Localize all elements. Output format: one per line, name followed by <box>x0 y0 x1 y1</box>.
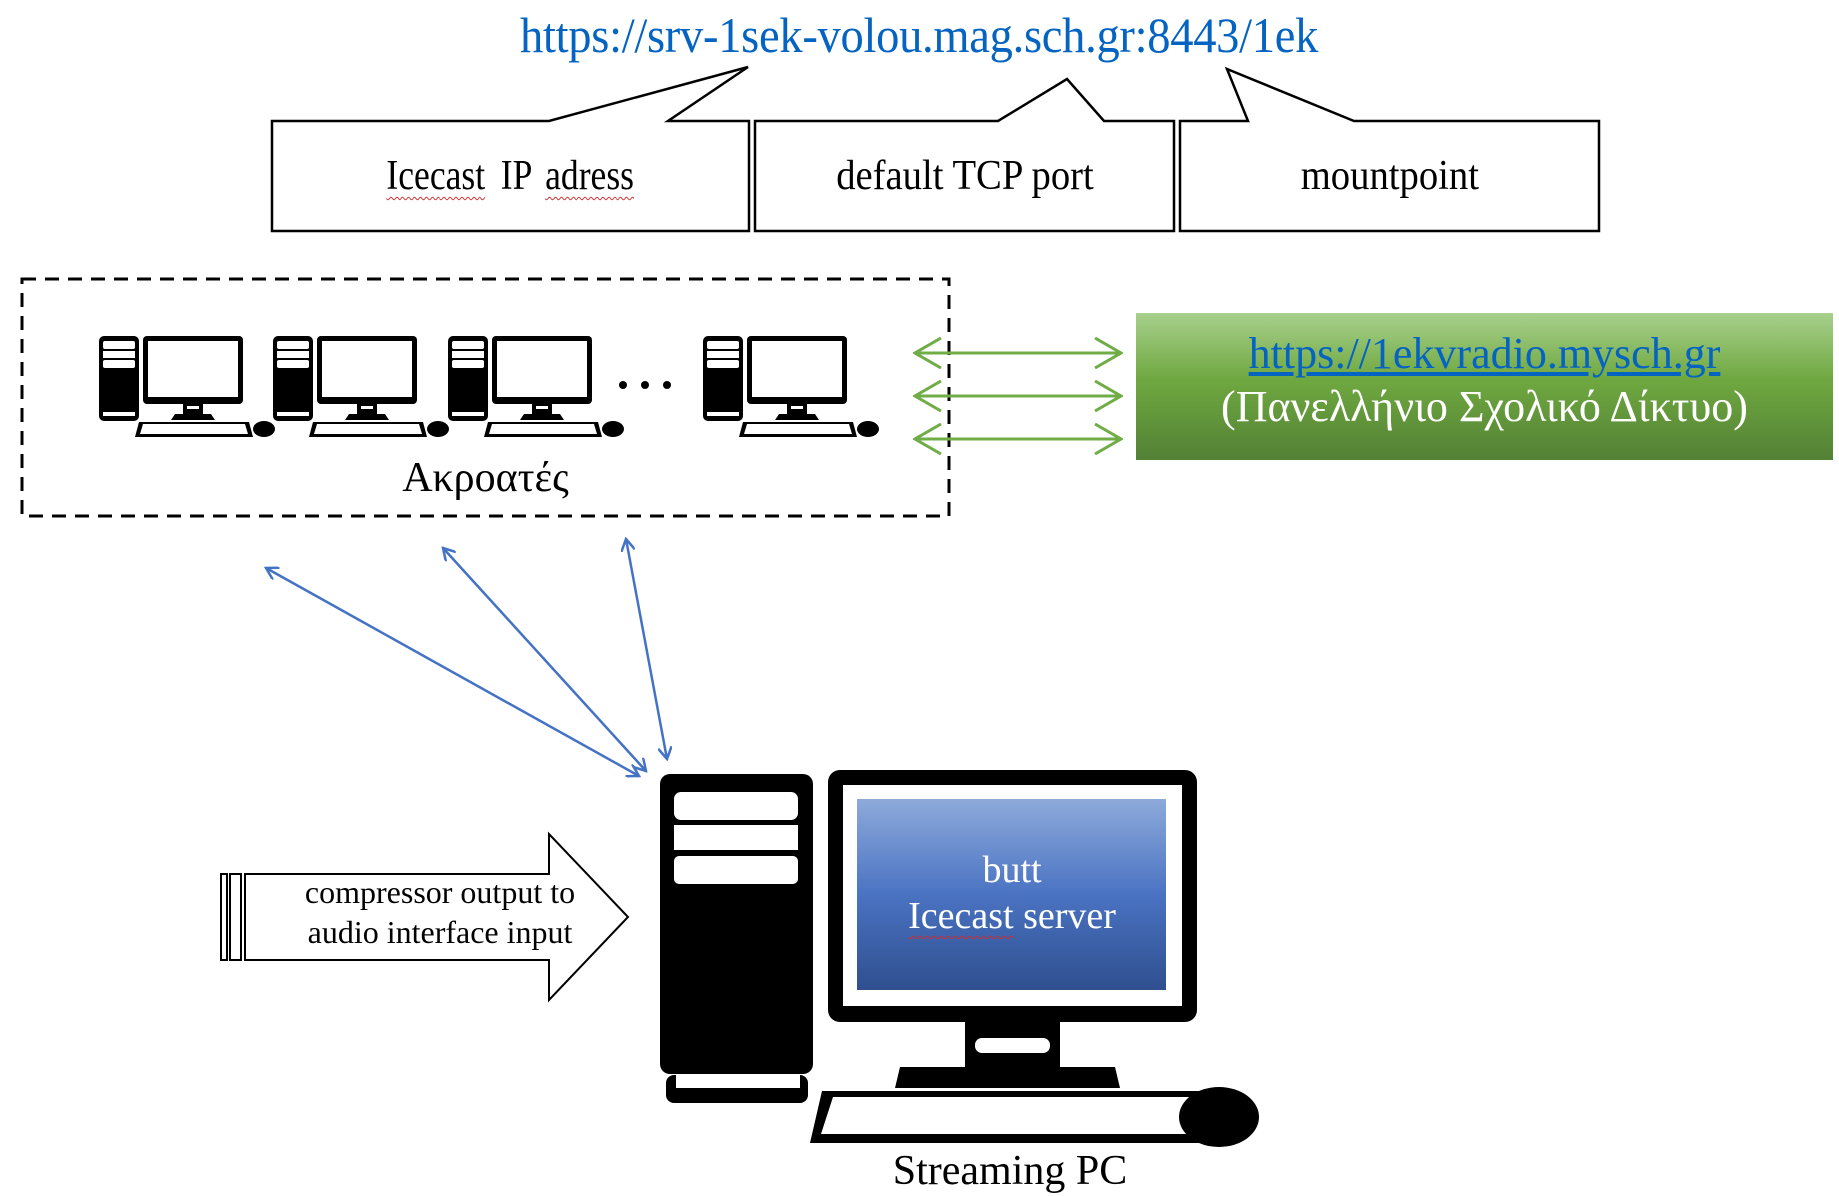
callout-mountpoint <box>1178 66 1601 233</box>
school-network-subtitle: (Πανελλήνιο Σχολικό Δίκτυο) <box>1221 382 1748 431</box>
callout-label-word: adress <box>545 153 635 199</box>
streaming-pc-icon <box>660 770 1259 1147</box>
school-network-box <box>1136 313 1833 460</box>
server-url-text: https://srv-1sek-volou.mag.sch.gr:8443/1… <box>520 7 1319 63</box>
callout-tcp-port <box>753 77 1176 233</box>
stream-link-arrow <box>266 568 639 776</box>
callout-label-ip-address: Icecast IP adress <box>272 152 749 200</box>
streaming-pc-label: Streaming PC <box>892 1148 1128 1194</box>
screen-panel <box>857 799 1166 990</box>
audio-input-label-line1: compressor output to <box>304 874 576 910</box>
stream-link-arrow <box>626 539 667 759</box>
callout-label-tcp-port: default TCP port <box>755 152 1174 200</box>
screen-app-name: butt <box>982 849 1042 891</box>
listener-computer-icon <box>99 336 275 437</box>
audio-input-label-line2: audio interface input <box>307 914 573 950</box>
server-url-link[interactable]: https://srv-1sek-volou.mag.sch.gr:8443/1… <box>0 6 1839 64</box>
screen-server-name: Icecast server <box>858 894 1166 938</box>
callout-ip-address <box>270 65 751 233</box>
listener-computer-icon <box>273 336 449 437</box>
ellipsis-icon <box>619 381 671 389</box>
callout-label-word: IP <box>491 153 540 199</box>
listeners-label: Ακροατές <box>402 455 569 501</box>
callout-label-text: mountpoint <box>1300 153 1479 199</box>
callout-label-text: default TCP port <box>835 153 1094 199</box>
school-network-url-link[interactable]: https://1ekvradio.mysch.gr <box>1248 329 1721 378</box>
callout-label-word: Icecast <box>386 153 486 199</box>
screen-server-word: server <box>1013 895 1116 937</box>
stream-link-arrow <box>443 548 646 771</box>
listener-computer-icon <box>703 336 879 437</box>
audio-input-arrow <box>220 831 630 1003</box>
callout-label-mountpoint: mountpoint <box>1180 152 1599 200</box>
screen-server-word: Icecast <box>908 895 1014 937</box>
listener-computer-icon <box>448 336 624 437</box>
